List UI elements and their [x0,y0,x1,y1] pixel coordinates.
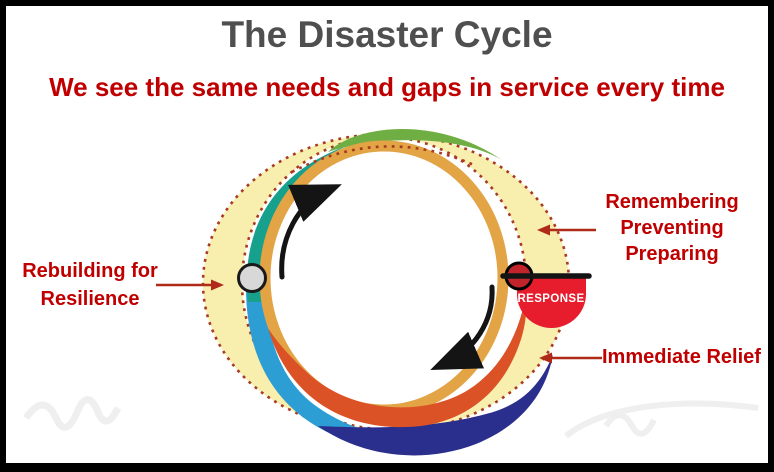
callout-mitigation: Remembering Preventing Preparing [584,189,760,267]
blue-arc [245,264,448,448]
watermark-squiggle-right [564,400,759,439]
relief-pointer-arrow [539,352,602,364]
response-blob [517,277,586,328]
page-subtitle: We see the same needs and gaps in servic… [49,72,725,102]
mitigation-pointer-arrow [537,224,596,236]
clockwise-arrow-top-icon [279,184,342,280]
watermark-squiggle-left [23,396,122,431]
callout-rebuilding-line1: Rebuilding for [22,260,158,282]
callout-mitigation-line3: Preparing [625,243,719,265]
disaster-cycle-diagram [23,129,759,456]
orange-arc [268,296,527,428]
callout-mitigation-line2: Preventing [620,217,724,239]
gray-marker [237,263,267,293]
callout-immediate-relief: Immediate Relief [602,346,761,368]
callout-mitigation-line1: Remembering [605,191,739,213]
navy-arc [318,354,553,456]
page-title: The Disaster Cycle [221,14,553,55]
top-dashed-overlay [291,145,477,174]
clockwise-arrow-bottom-icon [430,284,495,370]
callout-rebuilding: Rebuilding for Resilience [6,257,174,313]
rebuilding-pointer-arrow [156,279,224,291]
callout-rebuilding-line2: Resilience [40,288,140,310]
response-label: RESPONSE [517,293,585,305]
green-arc [328,129,502,160]
